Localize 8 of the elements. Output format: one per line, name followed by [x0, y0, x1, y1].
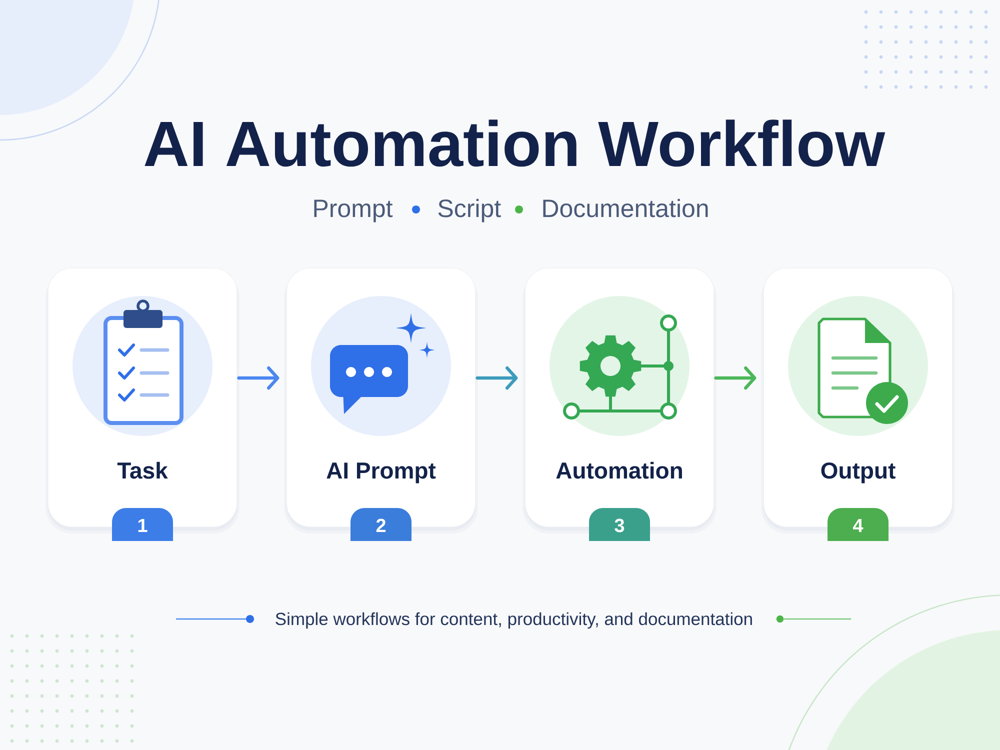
subtitle-text: Prompt [314, 200, 393, 222]
arrow [476, 366, 518, 390]
arrow [714, 366, 756, 390]
subtitle-text: Script [438, 198, 501, 222]
caption: Simple workflows for content, productivity, and documentation [276, 612, 752, 629]
arrow [237, 366, 280, 390]
subtitle-text: Documentation [543, 198, 708, 218]
title: AI Automation Workflow [144, 120, 886, 167]
